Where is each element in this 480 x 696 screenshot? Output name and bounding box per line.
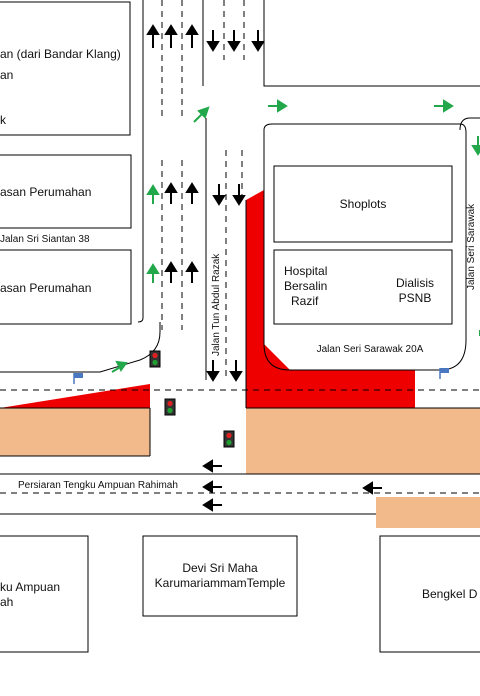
label-residential-road: Jalan Sri Siantan 38 <box>0 234 90 245</box>
building-top-left <box>0 1 131 136</box>
flag-marker-right <box>439 368 449 379</box>
turn-arrows <box>111 99 480 373</box>
traffic-light-2 <box>164 398 176 416</box>
arrows-westbound <box>202 459 382 512</box>
label-top-left-3: k <box>0 113 7 127</box>
traffic-light-3 <box>223 430 235 448</box>
label-bottom-road: Persiaran Tengku Ampuan Rahimah <box>18 480 178 491</box>
sand-area-bottom-right <box>376 497 480 528</box>
building-bottom-left <box>0 535 89 653</box>
flag-marker-left <box>73 373 83 384</box>
hazard-zone-left <box>0 384 150 408</box>
road-edges <box>0 0 480 515</box>
label-hospital-2: Bersalin <box>284 279 327 293</box>
label-shop-road: Jalan Seri Sarawak 20A <box>317 344 424 355</box>
sand-area-left <box>0 408 150 456</box>
label-main-road: Jalan Tun Abdul Razak <box>211 253 222 356</box>
label-top-left-2: an <box>0 68 13 82</box>
workshop-building <box>379 535 480 653</box>
temple-building <box>142 535 298 617</box>
arrows-southbound-top <box>206 30 265 52</box>
label-shoplots: Shoplots <box>340 197 387 211</box>
label-top-left-1: an (dari Bandar Klang) <box>0 47 121 61</box>
label-dialysis-1: Dialisis <box>396 276 434 290</box>
label-bottom-left-1: ku Ampuan <box>0 580 60 594</box>
label-temple-1: Devi Sri Maha <box>182 561 258 575</box>
arrows-southbound-mid <box>206 184 246 382</box>
label-dialysis-2: PSNB <box>399 291 432 305</box>
building-residential-2 <box>0 249 132 325</box>
traffic-light-1 <box>149 350 161 368</box>
label-hospital-1: Hospital <box>284 264 327 278</box>
label-workshop: Bengkel D <box>422 587 478 601</box>
building-residential-1 <box>0 154 132 229</box>
label-residential-2: asan Perumahan <box>0 281 91 295</box>
hospital-block <box>273 249 453 325</box>
label-bottom-left-2: ah <box>0 595 13 609</box>
hazard-zone-right <box>246 190 415 408</box>
lane-dividers <box>0 0 480 494</box>
sand-area-right <box>246 408 480 474</box>
label-side-road-east: Jalan Seri Sarawak <box>466 203 477 290</box>
arrows-northbound-mid <box>164 182 199 283</box>
label-residential-1: asan Perumahan <box>0 185 91 199</box>
label-temple-2: KarumariammamTemple <box>155 576 286 590</box>
label-hospital-3: Razif <box>291 294 319 308</box>
shoplots-block <box>273 165 453 243</box>
arrows-northbound-top <box>146 24 199 48</box>
